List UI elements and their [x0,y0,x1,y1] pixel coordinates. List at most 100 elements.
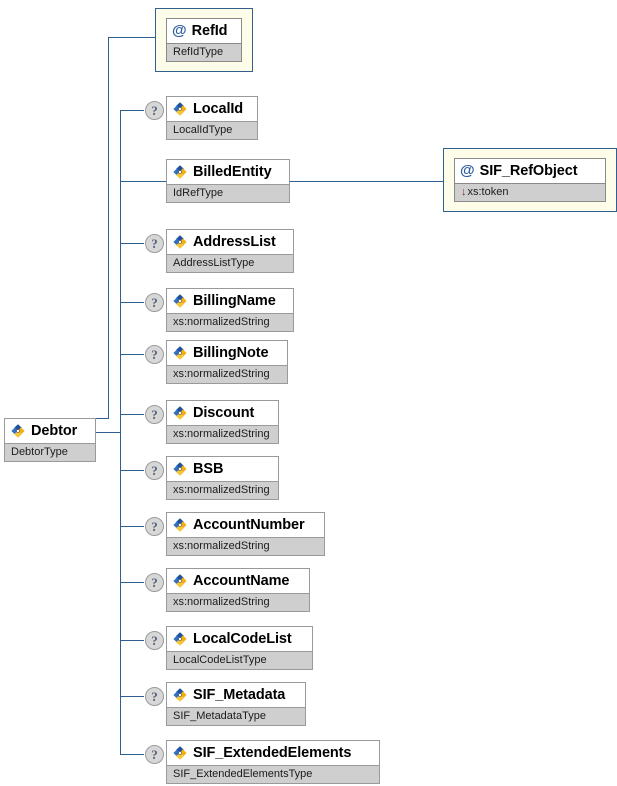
element-diamond-icon [172,234,188,250]
node-name-row: LocalCodeList [167,627,312,651]
node-type-label: xs:normalizedString [167,481,278,499]
node-body: AccountName xs:normalizedString [166,568,310,612]
node-type-text: IdRefType [173,187,224,199]
node-name-label: LocalId [193,101,244,117]
node-type-text: AddressListType [173,257,255,269]
node-type-text: SIF_ExtendedElementsType [173,768,313,780]
element-diamond-icon [172,293,188,309]
node-name-row: BillingName [167,289,293,313]
node-name-row: BSB [167,457,278,481]
node-type-label: xs:normalizedString [167,365,287,383]
element-node-accountname[interactable]: AccountName xs:normalizedString [166,568,310,612]
node-type-text: LocalIdType [173,124,233,136]
node-type-text: xs:normalizedString [173,596,270,608]
element-branch-localid [120,110,144,111]
element-branch-billingname [120,302,144,303]
optional-marker-billingname[interactable]: ? [145,293,164,312]
node-name-row: BilledEntity [167,160,289,184]
node-type-label: SIF_MetadataType [167,707,305,725]
optional-marker-accountname[interactable]: ? [145,573,164,592]
node-body: BSB xs:normalizedString [166,456,279,500]
element-trunk-line [120,110,121,754]
node-type-label: AddressListType [167,254,293,272]
element-branch-accountname [120,582,144,583]
node-type-label: ↓xs:token [455,183,605,201]
node-body: @SIF_RefObject↓xs:token [454,158,606,202]
element-diamond-icon [172,745,188,761]
element-diamond-icon [172,631,188,647]
connector-billedentity-to-sif_refobject [290,181,443,182]
optional-marker-sif-metadata[interactable]: ? [145,687,164,706]
node-type-label: xs:normalizedString [167,425,278,443]
optional-marker-localid[interactable]: ? [145,101,164,120]
element-branch-localcodelist [120,640,144,641]
node-name-row: AccountName [167,569,309,593]
node-name-label: LocalCodeList [193,631,292,647]
element-diamond-icon [172,405,188,421]
optional-marker-discount[interactable]: ? [145,405,164,424]
node-type-label: RefIdType [167,43,241,61]
node-type-label: xs:normalizedString [167,313,293,331]
node-type-text: xs:normalizedString [173,540,270,552]
node-type-text: LocalCodeListType [173,654,267,666]
element-diamond-icon [10,423,26,439]
element-branch-sif_extendedelements [120,754,144,755]
optional-marker-localcodelist[interactable]: ? [145,631,164,650]
node-type-text: xs:normalizedString [173,368,270,380]
node-name-label: BSB [193,461,224,477]
attribute-branch-refid [108,37,155,38]
element-diamond-icon [172,164,188,180]
node-type-text: xs:normalizedString [173,484,270,496]
element-branch-sif_metadata [120,696,144,697]
optional-marker-bsb[interactable]: ? [145,461,164,480]
node-name-label: BilledEntity [193,164,272,180]
node-name-label: RefId [191,23,228,39]
node-name-label: SIF_Metadata [193,687,286,703]
node-type-text: xs:token [467,186,509,198]
root-attribute-stub [96,418,109,419]
element-branch-billingnote [120,354,144,355]
at-sign-icon: @ [172,22,187,39]
element-node-bsb[interactable]: BSB xs:normalizedString [166,456,279,500]
node-type-text: DebtorType [11,446,68,458]
node-type-label: LocalCodeListType [167,651,312,669]
node-name-label: AccountName [193,573,290,589]
node-name-label: AddressList [193,234,276,250]
node-type-label: IdRefType [167,184,289,202]
element-branch-discount [120,414,144,415]
attribute-node-sif-refobject[interactable]: @SIF_RefObject↓xs:token [443,148,617,212]
optional-marker-addresslist[interactable]: ? [145,234,164,253]
optional-marker-billingnote[interactable]: ? [145,345,164,364]
node-name-row: AddressList [167,230,293,254]
element-branch-accountnumber [120,526,144,527]
optional-marker-sif-extendedelements[interactable]: ? [145,745,164,764]
at-sign-icon: @ [460,162,475,179]
element-diamond-icon [172,101,188,117]
node-name-row: SIF_Metadata [167,683,305,707]
down-arrow-icon: ↓ [461,185,467,198]
node-type-text: RefIdType [173,46,224,58]
element-diamond-icon [172,687,188,703]
optional-marker-accountnumber[interactable]: ? [145,517,164,536]
element-diamond-icon [172,345,188,361]
